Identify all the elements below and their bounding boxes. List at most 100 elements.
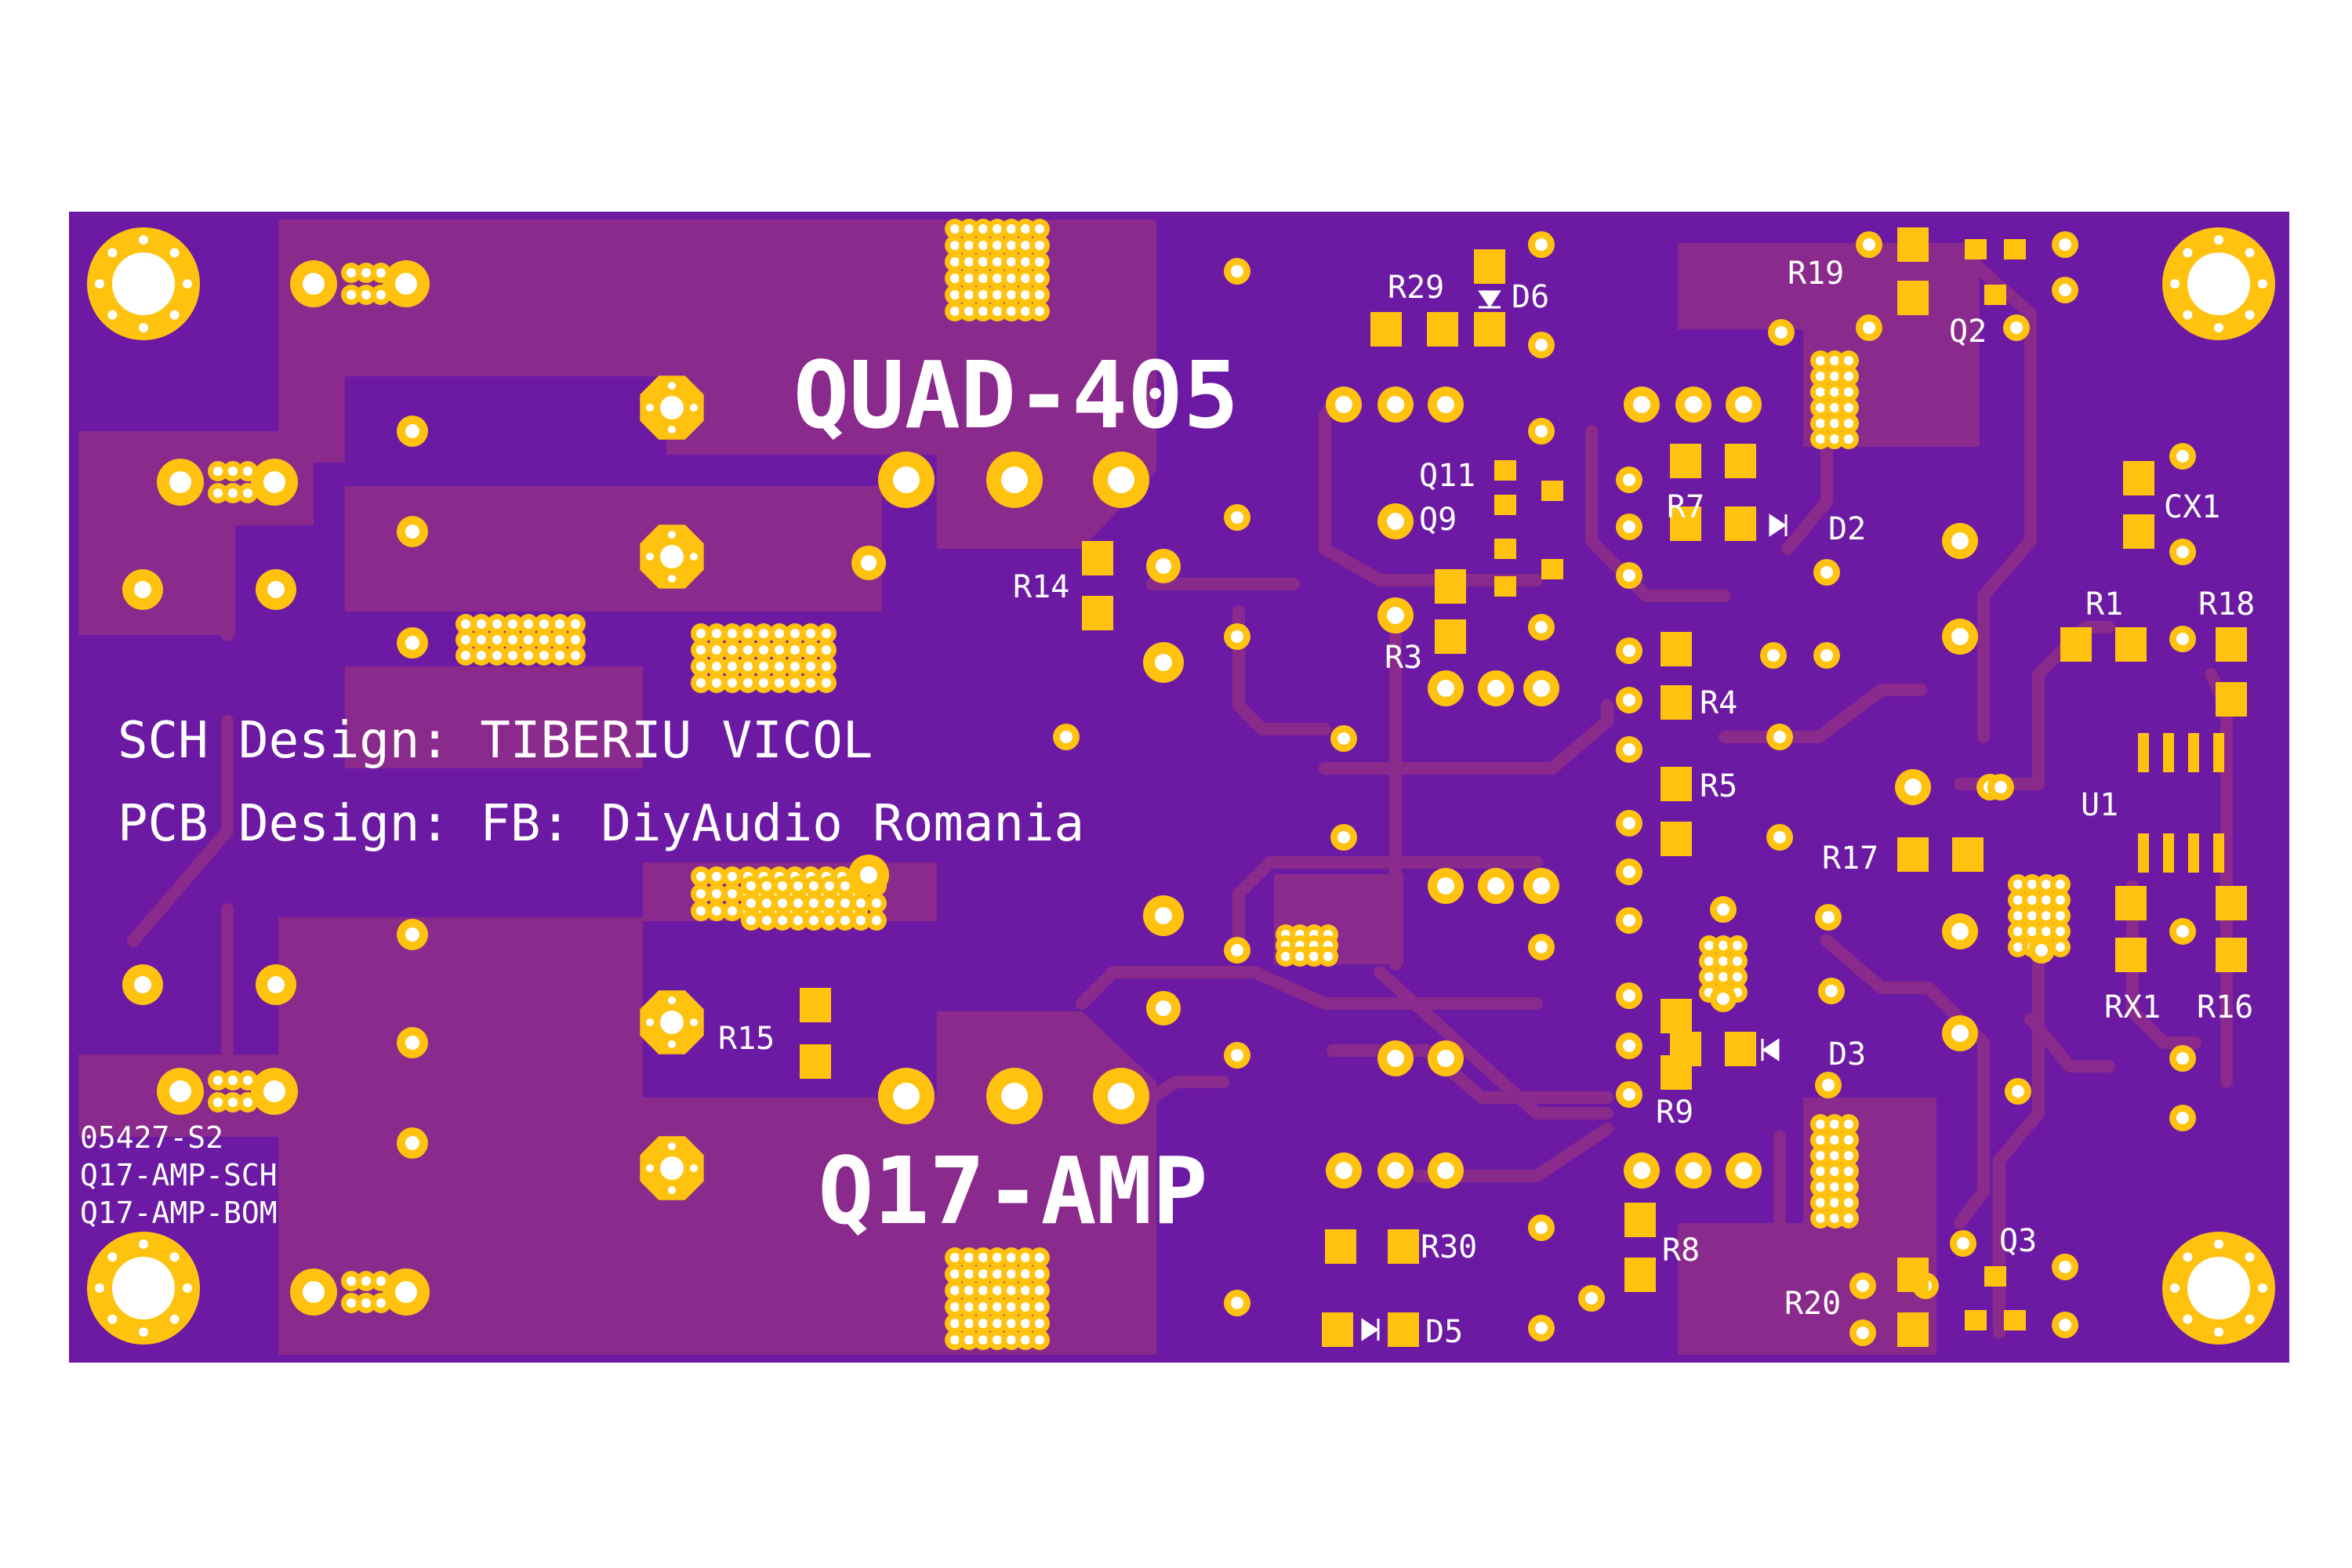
smd-pad	[1661, 822, 1692, 856]
via-array-drill	[2027, 895, 2037, 905]
mounting-hole-stitch	[183, 1283, 192, 1293]
via-drill	[1585, 1292, 1598, 1305]
via-array-drill	[806, 629, 815, 638]
octagon-pad-stitch	[668, 1186, 676, 1194]
mounting-hole-stitch	[2170, 1283, 2180, 1293]
smd-pad	[1325, 1229, 1356, 1264]
mounting-hole-stitch	[139, 235, 148, 245]
smd-pad	[2216, 627, 2247, 662]
via-array-drill	[964, 241, 974, 250]
via-array-drill	[778, 916, 787, 925]
mounting-hole-stitch	[2245, 310, 2255, 320]
via-drill	[405, 636, 419, 650]
mounting-hole-stitch	[107, 1314, 118, 1324]
via-array-drill	[477, 651, 486, 660]
smd-pad	[2138, 733, 2149, 772]
via-array-drill	[762, 916, 771, 925]
via-array-drill	[2042, 927, 2051, 936]
via-array-drill	[840, 916, 850, 925]
via-array-drill	[743, 645, 753, 655]
octagon-pad-stitch	[668, 575, 676, 583]
via-array-drill	[361, 1276, 371, 1286]
via-array-drill	[840, 881, 850, 891]
via-drill	[1535, 1322, 1548, 1334]
via-array-drill	[696, 678, 706, 688]
smd-pad	[1322, 1312, 1353, 1347]
octagon-pad-drill	[660, 396, 684, 419]
via-array-drill	[1816, 1135, 1825, 1145]
via-array-drill	[555, 651, 564, 660]
via-drill	[1155, 907, 1172, 924]
via-drill	[1623, 817, 1635, 829]
ref-r16: R16	[2197, 989, 2253, 1025]
ref-q3: Q3	[1999, 1223, 2037, 1259]
via-array-drill	[993, 241, 1002, 250]
via-array-drill	[746, 916, 756, 925]
via-drill	[1994, 781, 2007, 793]
via-drill	[1387, 396, 1404, 413]
mounting-hole-stitch	[2214, 1240, 2223, 1249]
via-drill	[2012, 1085, 2024, 1098]
via-drill	[1951, 532, 1969, 550]
mounting-hole-stitch	[169, 1314, 180, 1324]
via-array-drill	[1704, 972, 1714, 982]
via-array-drill	[461, 651, 470, 660]
via-array-drill	[2013, 911, 2023, 920]
smd-pad	[1984, 285, 2006, 305]
ref-r29: R29	[1388, 270, 1444, 306]
via-array-drill	[822, 645, 831, 655]
via-array-drill	[1007, 1319, 1016, 1328]
smd-pad	[2188, 733, 2199, 772]
smd-pad	[1661, 999, 1692, 1033]
ref-r14: R14	[1013, 569, 1069, 605]
via-array-drill	[1035, 1286, 1044, 1295]
via-drill	[2176, 1052, 2189, 1065]
via-drill	[2176, 1112, 2189, 1124]
via-array-drill	[1007, 307, 1016, 316]
via-array-drill	[762, 898, 771, 908]
via-array-drill	[1733, 941, 1742, 950]
via-array-drill	[712, 872, 721, 881]
smd-pad	[1725, 506, 1756, 541]
ref-r5: R5	[1700, 768, 1737, 804]
mounting-hole-stitch	[2245, 248, 2255, 258]
via-array-drill	[759, 645, 768, 655]
smd-pad	[1082, 596, 1113, 630]
via-array-drill	[508, 619, 517, 629]
via-drill	[1633, 396, 1650, 413]
mounting-hole-stitch	[2183, 1314, 2193, 1324]
via-drill	[405, 424, 419, 438]
via-drill	[1437, 1162, 1454, 1179]
via-array-drill	[759, 662, 768, 671]
via-array-drill	[1021, 1302, 1030, 1312]
via-drill	[1767, 649, 1780, 662]
via-array-drill	[1844, 372, 1853, 381]
via-array-drill	[1007, 1335, 1016, 1345]
via-array-drill	[1007, 257, 1016, 267]
via-array-drill	[778, 881, 787, 891]
smd-pad	[800, 988, 831, 1022]
via-array-drill	[228, 466, 238, 476]
smd-pad	[1624, 1258, 1656, 1292]
via-array-drill	[524, 651, 533, 660]
via-array-drill	[1021, 1319, 1030, 1328]
octagon-pad-stitch	[690, 404, 698, 412]
via-array-drill	[696, 645, 706, 655]
via-drill	[1822, 911, 1835, 924]
smd-pad	[1984, 1266, 2006, 1287]
octagon-pad-stitch	[668, 1142, 676, 1150]
via-array-drill	[712, 889, 721, 898]
via-array-drill	[950, 1269, 960, 1279]
via-drill	[1533, 877, 1550, 895]
via-drill	[1156, 1000, 1171, 1016]
smd-pad	[1725, 1032, 1756, 1066]
via-array-drill	[2027, 927, 2037, 936]
via-drill	[1338, 732, 1350, 745]
via-array-drill	[1844, 1214, 1853, 1223]
via-array-drill	[1816, 403, 1825, 412]
via-drill	[1231, 511, 1243, 524]
via-array-drill	[213, 466, 223, 476]
via-array-drill	[712, 678, 721, 688]
via-array-drill	[1309, 952, 1319, 961]
